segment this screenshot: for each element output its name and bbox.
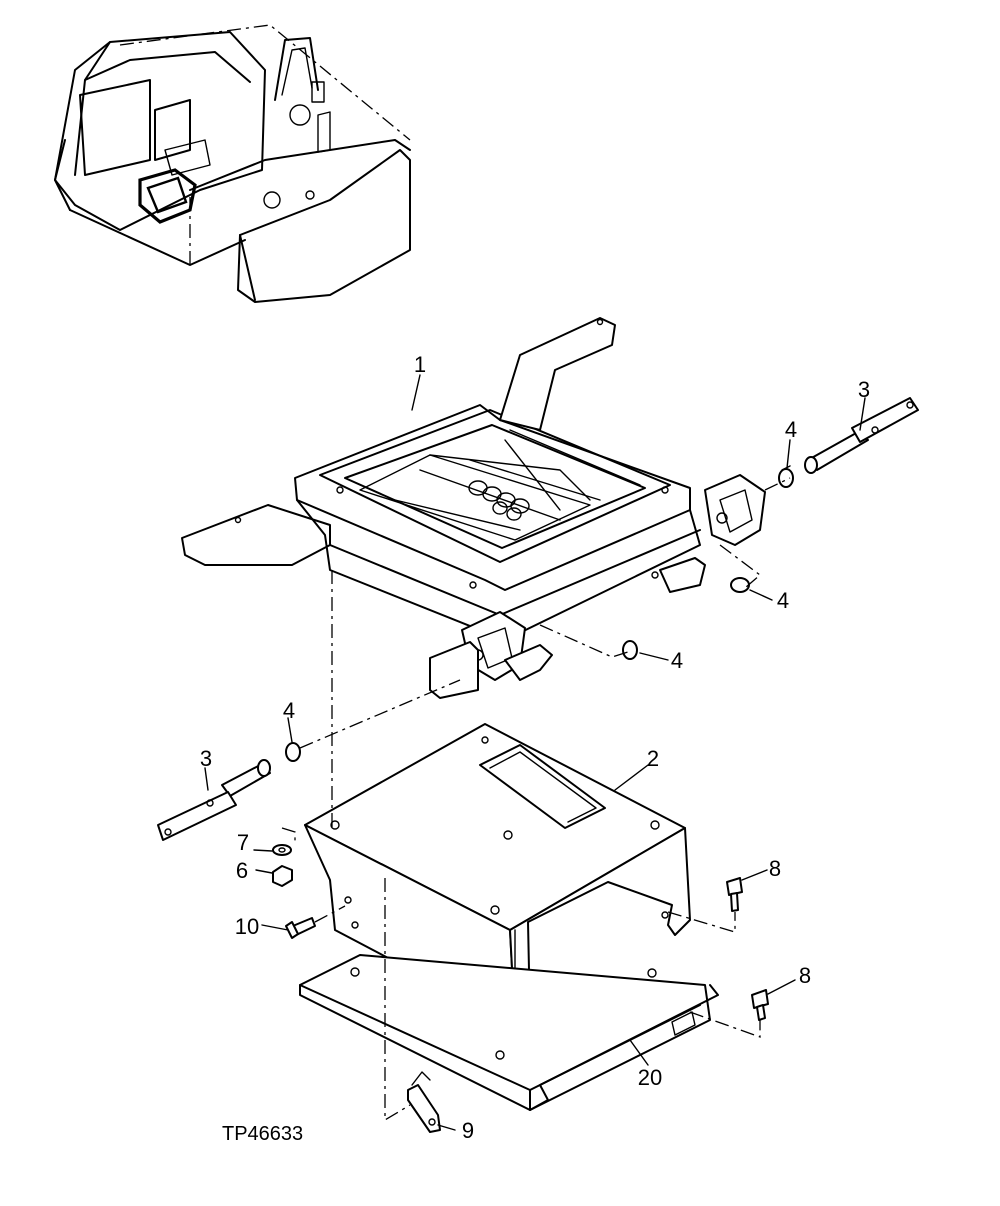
callout-3-right: 3 [858, 377, 870, 402]
hinge-pin-left [157, 759, 271, 841]
callout-4-mid: 4 [671, 648, 683, 673]
retaining-clip-mid [622, 640, 638, 660]
bolt-10 [285, 917, 316, 939]
callout-2: 2 [647, 746, 659, 771]
callout-4-upper: 4 [785, 417, 797, 442]
assembly-lines [281, 477, 791, 1122]
base-plate [299, 954, 719, 1111]
hinge-pin-right [804, 397, 919, 474]
callout-4-left: 4 [283, 698, 295, 723]
callout-9: 9 [462, 1118, 474, 1143]
washer-7 [272, 844, 292, 856]
bolt-8-upper [726, 877, 743, 912]
callout-3-left: 3 [200, 746, 212, 771]
callout-7: 7 [237, 830, 249, 855]
callout-8-upper: 8 [769, 856, 781, 881]
bolt-8-lower [751, 989, 769, 1021]
nut-6 [272, 865, 293, 887]
retaining-clip-upper [778, 465, 794, 488]
suspension-springs [468, 480, 530, 521]
leader-lines [204, 374, 866, 1131]
retaining-clip-left [285, 742, 301, 762]
callout-8-lower: 8 [799, 963, 811, 988]
callout-1: 1 [414, 352, 426, 377]
figure-id: TP46633 [222, 1123, 303, 1145]
machine-locator-inset [54, 24, 411, 303]
callout-6: 6 [236, 858, 248, 883]
callout-10: 10 [235, 914, 259, 939]
seat-suspension-frame [181, 317, 766, 699]
bracket-9 [407, 1071, 441, 1133]
callout-20: 20 [638, 1065, 662, 1090]
callout-4-mid-right: 4 [777, 588, 789, 613]
retaining-clip-mid-right [730, 577, 750, 593]
